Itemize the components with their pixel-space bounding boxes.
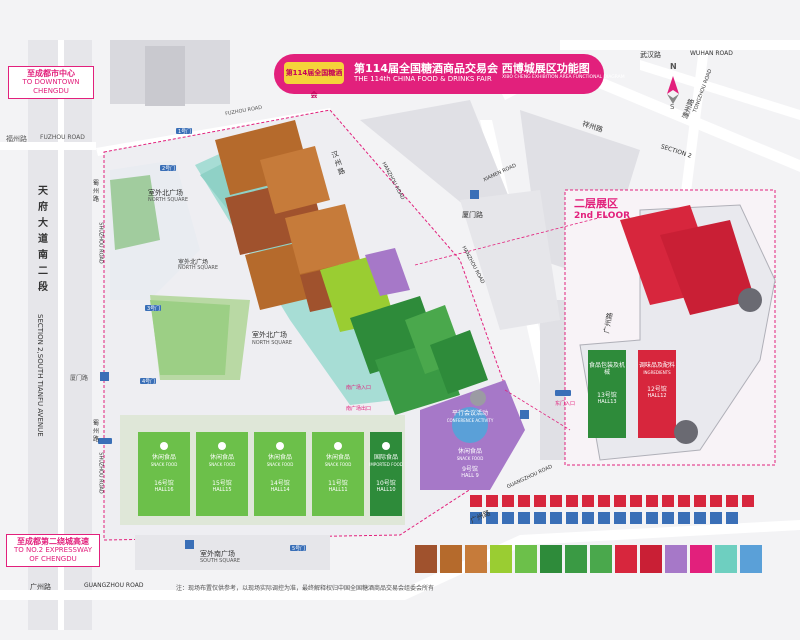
hall-14-category: 休闲食品 — [267, 454, 292, 461]
title-cn: 第114届全国糖酒商品交易会 西博城展区功能图 — [354, 62, 590, 75]
hall-12-number-en: HALL12 — [647, 393, 667, 399]
expressway-callout: 至成都第二绕城高速 TO NO.2 EXPRESSWAY OF CHENGDU — [6, 534, 100, 567]
road-shuzhou-en-bottom: SHUZHOU ROAD — [97, 452, 104, 494]
title-banner: 第114届全国糖酒会 第114届全国糖酒商品交易会 西博城展区功能图 THE 1… — [274, 54, 625, 99]
gate-1-label: 1号门 — [178, 129, 192, 135]
hall-9-number: 9号馆 — [462, 466, 478, 473]
hall-16-category-en: SNACK FOOD — [150, 462, 178, 467]
hall-10-number-en: HALL10 — [376, 487, 396, 493]
road-tianfu-en: SECTION 2,SOUTH TIANFU AVENUE — [36, 314, 44, 437]
hall-16-number-en: HALL16 — [154, 487, 174, 493]
hall-15-number: 15号馆 — [212, 480, 232, 487]
hall-11-number: 11号馆 — [328, 480, 348, 487]
north-square2-en: NORTH SQUARE — [178, 265, 219, 271]
title-en-sub: XIBO CHENG EXHIBITION AREA FUNCTIONAL DI… — [502, 75, 625, 80]
gate-3-label: 3号门 — [147, 306, 161, 312]
road-wuhan-en: WUHAN ROAD — [690, 50, 733, 57]
floor2-title: 二层展区 2nd FLOOR — [574, 198, 630, 222]
downtown-cn: 至成都市中心 — [27, 69, 75, 78]
disclaimer-note: 注：现场布置仅供参考，以现场实际调控为准，最终解释权归中国全国糖酒商品交易会组委… — [176, 585, 435, 592]
south-square-en: SOUTH SQUARE — [200, 558, 240, 564]
floor2-title-cn: 二层展区 — [574, 197, 618, 210]
road-fuzhou-en: FUZHOU ROAD — [40, 134, 85, 141]
hall-13-number-en: HALL13 — [597, 399, 617, 405]
hall-11-category-en: SNACK FOOD — [324, 462, 352, 467]
hall-16-number: 16号馆 — [154, 480, 174, 487]
hall-15-category-en: SNACK FOOD — [208, 462, 236, 467]
expressway-en: TO NO.2 EXPRESSWAY OF CHENGDU — [13, 546, 93, 563]
south-exit-label: 南广场出口 — [346, 406, 372, 412]
title-en: THE 114th CHINA FOOD & DRINKS FAIR — [354, 75, 492, 83]
compass-icon — [667, 76, 679, 104]
north-square-cn: 室外北广场 — [148, 189, 183, 197]
hall-10: 国际食品 IMPORTED FOOD 10号馆 HALL10 — [368, 454, 404, 494]
hall-12-category-en: INGREDIENTS — [643, 370, 671, 375]
floor2-title-en: 2nd FLOOR — [574, 211, 631, 221]
hall-14: 休闲食品 SNACK FOOD 14号馆 HALL14 — [254, 454, 306, 494]
hall-15-number-en: HALL15 — [212, 487, 232, 493]
fair-logo: 第114届全国糖酒会 — [284, 62, 344, 99]
hall-12-number: 12号馆 — [647, 386, 667, 393]
hall-9-category: 休闲食品 — [457, 448, 482, 455]
road-guangzhou-en: GUANGZHOU ROAD — [84, 582, 144, 589]
hall-11: 休闲食品 SNACK FOOD 11号馆 HALL11 — [312, 454, 364, 494]
conference-en: CONFERENCE ACTIVITY — [446, 418, 494, 423]
gate-2-label: 2号门 — [162, 166, 176, 172]
road-fuzhou-cn: 福州路 — [6, 135, 27, 143]
road-shuzhou-en-top: SHUZHOU ROAD — [97, 222, 104, 264]
downtown-callout: 至成都市中心 TO DOWNTOWN CHENGDU — [8, 66, 94, 99]
hall-12-category: 调味品及配料 — [638, 362, 675, 369]
hall-10-number: 10号馆 — [376, 480, 396, 487]
north-square2-cn: 室外北广场 — [178, 259, 209, 266]
hall-9-category-en: SNACK FOOD — [456, 456, 484, 461]
hall-10-category: 国际食品 — [373, 454, 398, 461]
hall-10-category-en: IMPORTED FOOD — [369, 462, 403, 467]
north-square3-cn: 室外北广场 — [252, 331, 287, 339]
hall-11-number-en: HALL11 — [328, 487, 348, 493]
south-entrance-label: 南广场入口 — [346, 385, 372, 391]
downtown-en: TO DOWNTOWN CHENGDU — [22, 78, 80, 95]
road-guangzhou-cn: 广州路 — [30, 583, 51, 591]
south-square-cn: 室外南广场 — [200, 550, 235, 558]
conference-area: 平行会议活动 CONFERENCE ACTIVITY — [440, 410, 500, 424]
hall-9: 休闲食品 SNACK FOOD 9号馆 HALL 9 — [445, 448, 495, 480]
hall-11-category: 休闲食品 — [325, 454, 350, 461]
hall-14-category-en: SNACK FOOD — [266, 462, 294, 467]
hall-13-category: 食品包装及机械 — [588, 362, 625, 376]
hall-9-number-en: HALL 9 — [461, 473, 479, 479]
hall-14-number: 14号馆 — [270, 480, 290, 487]
gate-4-label: 4号门 — [142, 379, 156, 385]
conference-cn: 平行会议活动 — [451, 410, 488, 417]
road-shuzhou-cn-top: 蜀州路 — [93, 180, 100, 203]
north-square-en: NORTH SQUARE — [148, 197, 189, 203]
north-square3-en: NORTH SQUARE — [252, 340, 293, 346]
expressway-cn: 至成都第二绕城高速 — [17, 537, 89, 546]
compass-n-label: N — [670, 62, 677, 71]
hall-14-number-en: HALL14 — [270, 487, 290, 493]
gate-5-label: 5号门 — [292, 546, 306, 552]
legend-swatches — [415, 545, 762, 573]
road-xiamen-left: 厦门路 — [70, 375, 89, 382]
compass-s-label: S — [670, 103, 675, 111]
road-shuzhou-cn-bottom: 蜀州路 — [93, 420, 100, 443]
hall-13: 食品包装及机械 13号馆 HALL13 — [588, 362, 626, 406]
hall-15-category: 休闲食品 — [209, 454, 234, 461]
hall-13-number: 13号馆 — [597, 392, 617, 399]
road-tianfu-cn: 天府大道南二段 — [38, 186, 48, 293]
east-entrance-label: 东门入口 — [555, 401, 576, 407]
road-xiamen-cn: 厦门路 — [462, 211, 483, 219]
hall-16-category: 休闲食品 — [151, 454, 176, 461]
hall-15: 休闲食品 SNACK FOOD 15号馆 HALL15 — [196, 454, 248, 494]
road-wuhan-cn: 武汉路 — [640, 51, 661, 59]
hall-16: 休闲食品 SNACK FOOD 16号馆 HALL16 — [138, 454, 190, 494]
hall-12: 调味品及配料 INGREDIENTS 12号馆 HALL12 — [638, 362, 676, 400]
